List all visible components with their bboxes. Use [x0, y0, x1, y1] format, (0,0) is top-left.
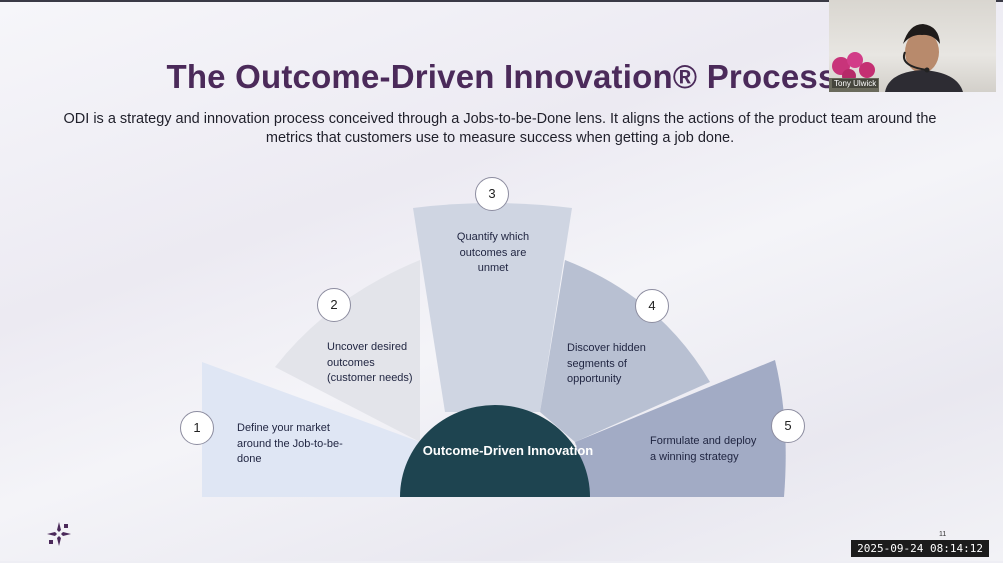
center-label: Outcome-Driven Innovation	[422, 443, 594, 458]
slide-subtitle: ODI is a strategy and innovation process…	[63, 111, 937, 146]
step-3-segment	[413, 203, 572, 412]
step-1-number: 1	[180, 411, 214, 445]
step-5-text: Formulate and deploy a winning strategy	[650, 435, 757, 463]
step-2-text: Uncover desired outcomes (customer needs…	[327, 341, 413, 384]
step-5-segment	[575, 360, 786, 497]
center-semicircle	[400, 405, 590, 497]
step-1-text: Define your market around the Job-to-be-…	[237, 422, 343, 465]
step-2-segment	[275, 260, 420, 442]
company-logo-icon	[46, 521, 72, 552]
step-2-number: 2	[317, 288, 351, 322]
participant-video-icon	[829, 24, 963, 92]
step-1-segment	[202, 362, 420, 497]
step-4-number: 4	[635, 289, 669, 323]
page-marker: 11	[939, 531, 947, 538]
step-3-number: 3	[475, 177, 509, 211]
step-4-segment	[540, 260, 710, 442]
slide-title: The Outcome-Driven Innovation® Process	[166, 58, 837, 95]
participant-video-tile[interactable]: Tony Ulwick	[829, 0, 996, 92]
step-3-text: Quantify which outcomes are unmet	[456, 231, 530, 274]
step-4-text: Discover hidden segments of opportunity	[567, 342, 646, 385]
participant-name: Tony Ulwick	[832, 79, 879, 88]
recording-timestamp: 2025-09-24 08:14:12	[851, 540, 989, 557]
step-5-number: 5	[771, 409, 805, 443]
